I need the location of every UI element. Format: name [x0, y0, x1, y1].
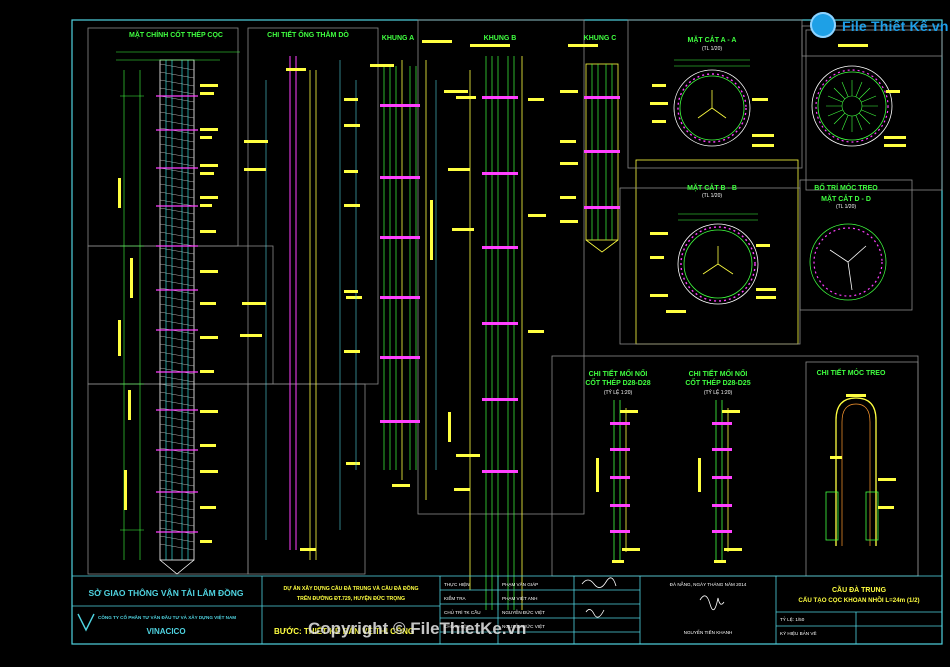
cage-a-dims	[355, 80, 437, 470]
sounding-tubes-yellow	[309, 70, 317, 560]
signatures	[581, 577, 725, 618]
panel-mat-cat-bb-outer	[619, 187, 801, 345]
pile-elevation	[116, 51, 240, 575]
title-khung-b: KHUNG B	[484, 35, 517, 42]
panel-ong-tham-do-bot	[247, 383, 366, 575]
title-block-text: SỞ GIAO THÔNG VẬN TẢI LÂM ĐỒNG CÔNG TY C…	[88, 580, 919, 636]
joint-detail-2	[698, 400, 742, 563]
scale-notes: (TỶ LỆ 1:20) (TỶ LỆ 1:20) (TL 1/20) (TL …	[604, 46, 857, 396]
role-2: CHỦ TRÌ TK CẦU	[444, 609, 481, 615]
cage-a	[344, 40, 470, 500]
section-bb	[650, 213, 776, 313]
title-mat-chinh: MẶT CHÍNH CỐT THÉP CỌC	[129, 29, 223, 39]
cage-c-tip	[585, 239, 619, 253]
joint-detail-1	[596, 400, 640, 563]
lifting-hook-detail	[825, 394, 896, 546]
name-3: NGUYỄN ĐỨC VIỆT	[502, 622, 545, 629]
sheet-title: CẤU TẠO CỌC KHOAN NHỒI L=24m (1/2)	[798, 597, 919, 604]
pile-dimensions	[116, 51, 240, 560]
watermark-logo-text: File Thiết Kế.vn	[842, 18, 949, 34]
agency-name: SỞ GIAO THÔNG VẬN TẢI LÂM ĐỒNG	[88, 587, 243, 598]
project-line-2: TRÊN ĐƯỜNG ĐT.729, HUYỆN ĐỨC TRỌNG	[297, 594, 405, 602]
role-0: THỰC HIỆN	[444, 580, 470, 587]
title-bo-tri-moc-treo: BỐ TRÍ MÓC TREO	[814, 182, 878, 192]
cage-b-bars	[485, 56, 515, 610]
cage-a-callouts	[344, 40, 470, 491]
cage-a-rings	[380, 104, 420, 423]
panel-mat-cat-aa	[627, 19, 803, 169]
drawing-titles: MẶT CHÍNH CỐT THÉP CỌC CHI TIẾT ỐNG THĂM…	[129, 29, 886, 387]
pile-spiral-hatch	[159, 63, 195, 551]
watermark-logo: File Thiết Kế.vn	[806, 8, 948, 48]
section-aa	[650, 59, 774, 147]
name-1: PHẠM VIỆT ANH	[502, 594, 537, 601]
section-dd	[809, 223, 887, 301]
pile-tip	[159, 559, 195, 575]
name-2: NGUYỄN ĐỨC VIỆT	[502, 608, 545, 615]
role-1: KIỂM TRA	[444, 595, 467, 601]
scale-moi-noi-1: (TỶ LỆ 1:20)	[604, 388, 633, 396]
cage-b	[448, 44, 546, 610]
section-cc	[811, 44, 906, 147]
watermark-copyright: Copyright © FileThietKe.vn	[308, 619, 527, 638]
pile-long-bars	[165, 60, 189, 560]
scale-moi-noi-2: (TỶ LỆ 1:20)	[704, 388, 733, 396]
name-0: PHẠM VĂN GIÁP	[502, 581, 538, 587]
cage-a-bars	[383, 66, 417, 470]
panel-mat-chinh-top	[87, 27, 239, 247]
cage-a-yellow	[401, 60, 427, 500]
stiffener-rings	[156, 95, 198, 533]
place-date: ĐÀ NẴNG, NGÀY THÁNG NĂM 2014	[670, 581, 747, 587]
company-name: CÔNG TY CỔ PHẦN TƯ VẤN ĐẦU TƯ VÀ XÂY DỰN…	[98, 613, 236, 620]
sounding-tube-detail	[240, 56, 362, 560]
scale-label: TỶ LỆ: 1/50	[780, 615, 805, 622]
title-mat-cat-bb: MẶT CẮT B - B	[687, 183, 737, 192]
title-khung-a: KHUNG A	[382, 35, 414, 42]
title-block-frame	[71, 575, 943, 645]
title-moi-noi-1-l1: CHI TIẾT MỐI NỐI	[589, 368, 648, 378]
title-khung-c: KHUNG C	[584, 35, 617, 42]
project-line-1: DỰ ÁN XÂY DỰNG CẦU ĐÀ TRUNG VÀ CẦU ĐÀ ĐỒ…	[283, 585, 418, 592]
title-moi-noi-1-l2: CỐT THÉP D28-D28	[585, 377, 650, 387]
cage-b-yellow	[469, 56, 523, 610]
scale-mat-cat-aa: (TL 1/20)	[702, 46, 722, 52]
title-moi-noi-2-l2: CỐT THÉP D28-D25	[685, 377, 750, 387]
title-ong-tham-do: CHI TIẾT ỐNG THĂM DÒ	[267, 29, 349, 39]
title-moc-treo: CHI TIẾT MÓC TREO	[817, 367, 886, 377]
sheet-border	[71, 19, 943, 645]
panel-frames	[87, 19, 943, 577]
sounding-tubes	[289, 56, 297, 550]
title-mat-cat-aa: MẶT CẮT A - A	[688, 35, 737, 44]
title-mat-cat-dd: MẶT CẮT D - D	[821, 194, 871, 203]
panel-logo-area	[801, 25, 943, 57]
scale-mat-cat-bb: (TL 1/20)	[702, 193, 722, 199]
cage-c-rings	[584, 96, 620, 209]
scale-mat-cat-dd: (TL 1/20)	[836, 204, 856, 210]
panel-mat-chinh-mid	[87, 245, 274, 385]
panel-khung	[417, 19, 585, 515]
design-phase: BƯỚC: THIẾT KẾ BẢN VẼ THI CÔNG	[274, 626, 414, 636]
title-moi-noi-2-l1: CHI TIẾT MỐI NỐI	[689, 368, 748, 378]
company-short: VINACICO	[146, 627, 185, 636]
cage-b-callouts	[448, 44, 546, 457]
filethietke-logo-icon	[810, 12, 836, 38]
company-logo-icon	[77, 613, 95, 632]
panel-moi-noi	[551, 355, 919, 577]
sounding-dims	[265, 60, 341, 540]
pile-callouts	[118, 84, 218, 543]
cage-b-rings	[482, 96, 518, 473]
bridge-name: CẦU ĐÀ TRUNG	[832, 584, 887, 594]
cage-c	[560, 44, 620, 253]
cage-c-callouts	[560, 44, 598, 223]
director-name: NGUYỄN TIẾN KHANH	[684, 629, 733, 635]
drawing-code-label: KÝ HIỆU BẢN VẼ	[780, 629, 817, 636]
role-3: CHỦ NHIỆM	[444, 622, 470, 629]
tube-callouts	[240, 68, 362, 551]
panel-mat-cat-cc	[805, 29, 943, 191]
